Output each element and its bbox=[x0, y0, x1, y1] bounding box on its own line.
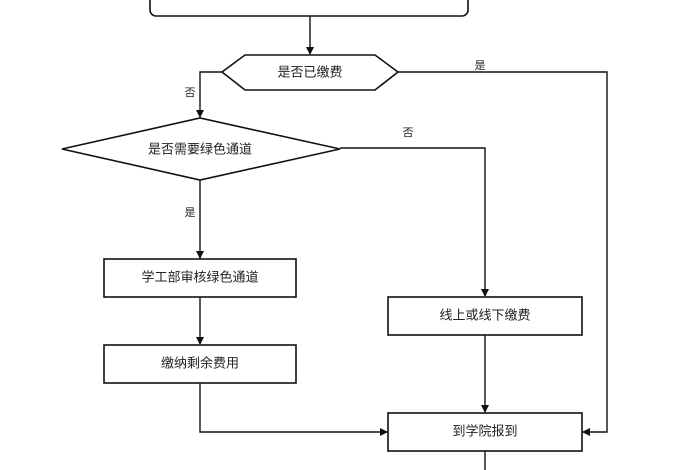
node-top bbox=[149, 0, 469, 17]
node-report bbox=[387, 412, 583, 452]
node-pay-online-offline-text: 线上或线下缴费 bbox=[439, 309, 530, 324]
label-green-yes: 是 bbox=[185, 206, 196, 219]
node-paid-check bbox=[220, 54, 400, 91]
node-pay-remaining bbox=[103, 344, 297, 384]
label-paid-no: 否 bbox=[185, 86, 196, 99]
label-green-no: 否 bbox=[403, 126, 414, 139]
node-pay-remaining-text: 缴纳剩余费用 bbox=[161, 356, 239, 372]
node-green-check-text: 是否需要绿色通道 bbox=[148, 142, 252, 158]
edge-green-no bbox=[340, 147, 489, 297]
node-report-text: 到学院报到 bbox=[452, 424, 517, 440]
edge-remaining-to-report bbox=[199, 383, 388, 436]
node-green-review-text: 学工部审核绿色通道 bbox=[141, 270, 258, 286]
node-green-review bbox=[103, 258, 297, 298]
node-paid-check-text: 是否已缴费 bbox=[277, 66, 342, 81]
label-paid-yes: 是 bbox=[475, 59, 486, 72]
edge-paid-no bbox=[196, 71, 222, 118]
node-pay-online-offline bbox=[387, 296, 583, 336]
node-green-check bbox=[61, 117, 341, 181]
edge-paid-yes bbox=[398, 71, 608, 436]
